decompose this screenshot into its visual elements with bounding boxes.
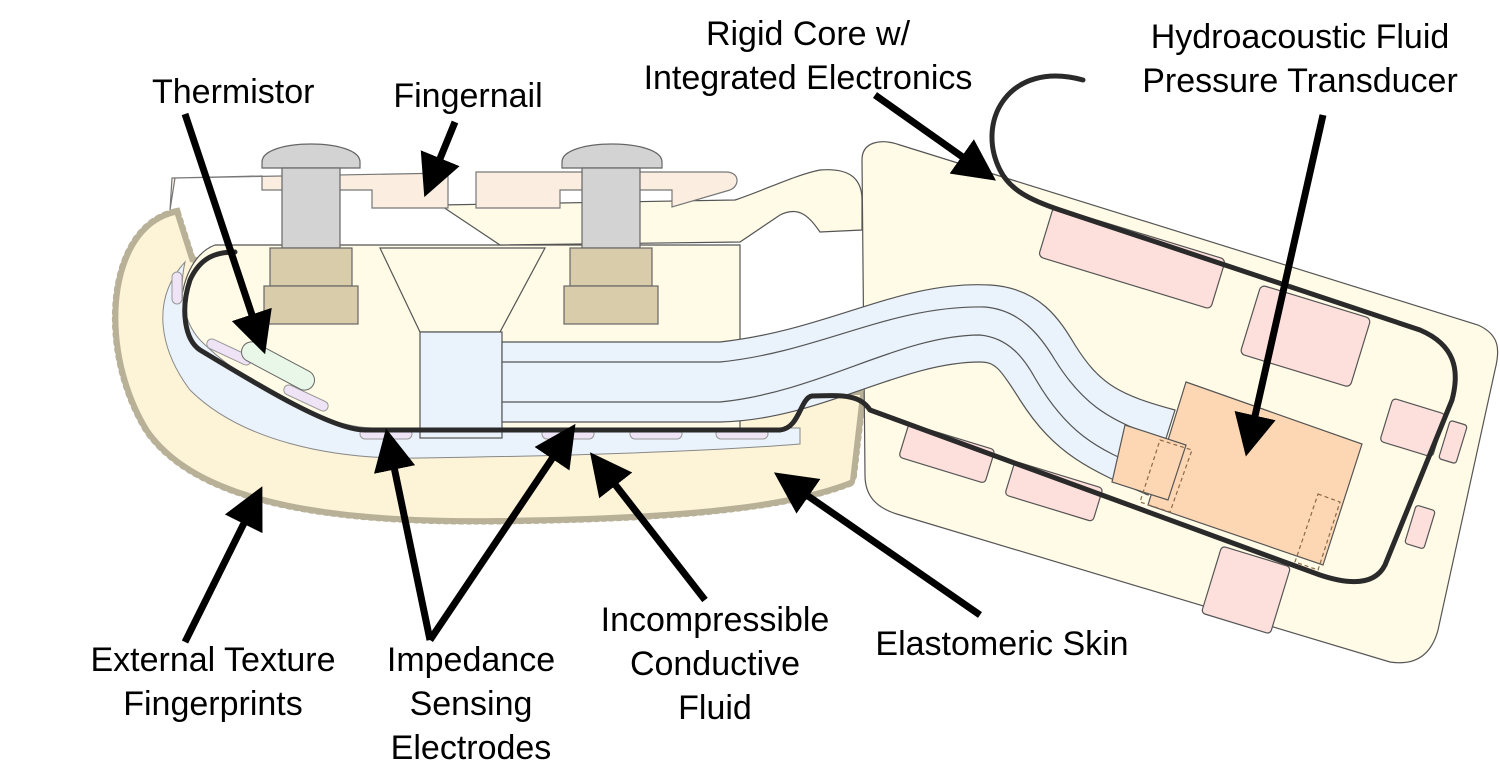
label-external-texture-line-1: External Texture [90,641,336,679]
label-electrodes-line-2: Sensing [409,685,533,723]
electrode-3 [283,384,329,412]
fingernail-screws [261,143,663,325]
label-skin: Elastomeric Skin [856,622,1148,666]
fluid-channel [501,284,1176,496]
arrow-electrode-left [373,428,434,641]
nut-left-bottom [263,285,359,325]
electrode-1 [171,271,183,305]
label-thermistor: Thermistor [152,70,334,114]
arrow-thermistor [181,112,272,355]
transducer-clip-right [1294,493,1341,571]
channel-line-2 [502,334,1151,471]
label-electrodes-line-1: Impedance [386,641,556,679]
nut-left-top [269,247,353,287]
electronic-components [899,207,1468,634]
screw-shaft-right [581,167,641,249]
screw-shaft-left [281,167,341,249]
channel-line-1 [502,306,1161,439]
fluid-column [419,331,503,439]
screw-head-left [261,143,361,169]
nut-right-bottom [563,285,659,325]
arrow-fluid [589,452,708,603]
component-2 [1240,285,1371,387]
pressure-transducer [1111,381,1363,571]
label-rigid-core: Rigid Core w/ Integrated Electronics [612,12,1004,100]
label-transducer-line-1: Hydroacoustic Fluid [1150,18,1450,56]
label-electrodes: Impedance Sensing Electrodes [364,638,578,770]
label-rigid-core-line-1: Rigid Core w/ [705,15,911,53]
label-fluid: Incompressible Conductive Fluid [578,598,852,730]
arrow-fingernail [420,120,460,198]
arrow-electrode-right [427,423,576,642]
component-7 [1201,546,1291,634]
label-transducer-line-2: Pressure Transducer [1142,62,1458,100]
label-fluid-line-1: Incompressible [600,601,830,639]
label-transducer: Hydroacoustic Fluid Pressure Transducer [1118,15,1482,103]
transducer-clip-left [1139,439,1193,513]
arrow-transducer [1234,114,1327,457]
label-electrodes-line-3: Electrodes [390,729,552,767]
label-rigid-core-line-2: Integrated Electronics [643,59,973,97]
component-6 [1005,461,1103,522]
label-thermistor-line-1: Thermistor [152,73,315,111]
component-5 [899,423,995,483]
screw-head-right [561,143,663,169]
label-skin-line-1: Elastomeric Skin [875,625,1129,663]
label-fingernail: Fingernail [380,74,556,118]
label-fingernail-line-1: Fingernail [393,77,543,115]
component-8 [1404,505,1436,549]
neck-joint [438,169,863,246]
component-1 [1038,207,1226,309]
arrow-rigid-core [872,92,996,181]
label-external-texture-line-2: Fingerprints [123,685,303,723]
label-external-texture: External Texture Fingerprints [70,638,356,726]
label-fluid-line-3: Fluid [678,689,752,727]
component-4 [1438,420,1468,464]
arrow-skin [773,472,982,618]
internal-wire [182,73,1458,585]
arrow-external-texture [181,486,263,644]
nut-right-top [569,247,653,287]
transducer-inlet [1111,424,1187,501]
label-fluid-line-2: Conductive [629,645,801,683]
leader-arrows [181,92,1327,644]
fingernail-left [169,172,449,211]
